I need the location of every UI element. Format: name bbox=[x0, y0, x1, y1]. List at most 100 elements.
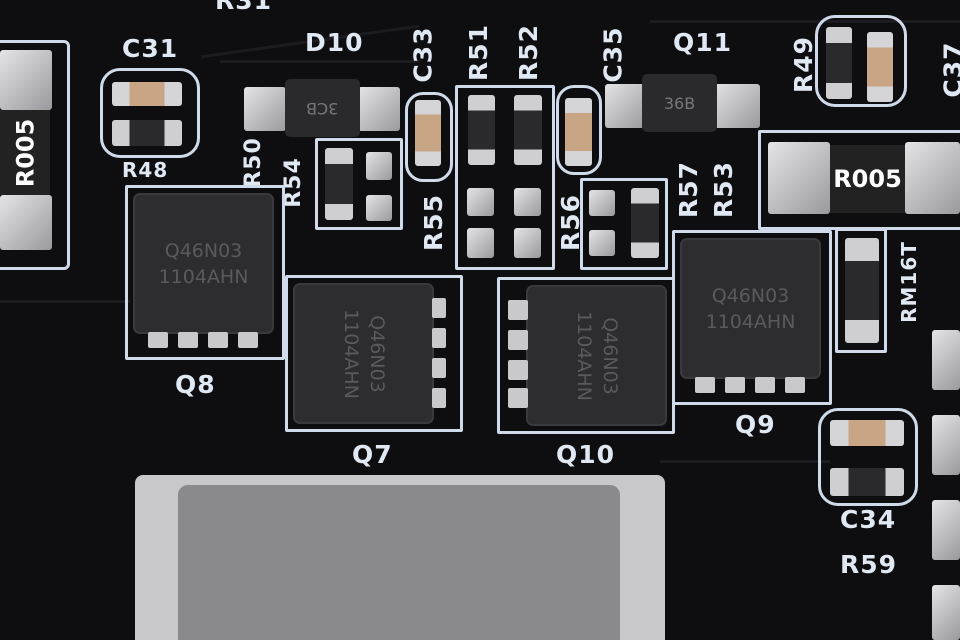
label-r48: R48 bbox=[122, 158, 169, 182]
label-d10: D10 bbox=[305, 28, 364, 57]
mosfet-marking: 1104AHN bbox=[572, 310, 595, 401]
q11-pad bbox=[605, 84, 645, 128]
mosfet-marking: Q46N03 bbox=[164, 239, 243, 262]
label-r50: R50 bbox=[240, 137, 266, 188]
pad bbox=[932, 585, 960, 640]
capacitor-c35 bbox=[565, 98, 592, 166]
shunt-resistor-right: R005 bbox=[830, 145, 905, 213]
pin bbox=[508, 360, 528, 380]
d10-pad bbox=[244, 87, 286, 131]
pad bbox=[589, 230, 615, 256]
pad bbox=[366, 195, 392, 221]
mosfet-marking: 1104AHN bbox=[705, 310, 796, 333]
d10-pad bbox=[358, 87, 400, 131]
mosfet-marking: Q46N03 bbox=[365, 314, 388, 393]
mosfet-marking: 1104AHN bbox=[339, 308, 362, 399]
mosfet-q8: Q46N03 1104AHN bbox=[135, 195, 272, 332]
pin bbox=[432, 388, 446, 408]
diode-d10: 3CB bbox=[285, 79, 360, 137]
pin bbox=[508, 330, 528, 350]
r49-outline bbox=[815, 15, 907, 107]
pin bbox=[432, 328, 446, 348]
resistor-r48 bbox=[112, 120, 182, 146]
pin bbox=[508, 300, 528, 320]
mosfet-q9: Q46N03 1104AHN bbox=[682, 240, 819, 377]
pad bbox=[932, 415, 960, 475]
pin bbox=[208, 332, 228, 348]
resistor-rm bbox=[845, 238, 879, 343]
mosfet-q10: Q46N03 1104AHN bbox=[528, 287, 665, 424]
c31-outline bbox=[100, 68, 200, 158]
label-r51: R51 bbox=[464, 23, 494, 82]
rm-outline bbox=[835, 228, 887, 353]
label-q7: Q7 bbox=[352, 440, 393, 469]
pin bbox=[695, 377, 715, 393]
resistor-r54 bbox=[325, 148, 353, 220]
diode-q11: 36B bbox=[642, 74, 717, 132]
q7-outline bbox=[285, 275, 463, 432]
pad bbox=[589, 190, 615, 216]
mosfet-marking: Q46N03 bbox=[711, 284, 790, 307]
label-r57: R57 bbox=[674, 160, 704, 219]
pin bbox=[178, 332, 198, 348]
mosfet-marking: Q46N03 bbox=[598, 316, 621, 395]
pin bbox=[755, 377, 775, 393]
label-r49: R49 bbox=[789, 35, 819, 94]
shunt-pad bbox=[0, 195, 52, 250]
c35-outline bbox=[556, 85, 602, 175]
pad bbox=[467, 188, 494, 216]
pin bbox=[725, 377, 745, 393]
mosfet-q7: Q46N03 1104AHN bbox=[295, 285, 432, 422]
q9-outline bbox=[672, 230, 832, 405]
pad bbox=[366, 152, 392, 180]
label-c33: C33 bbox=[408, 26, 438, 83]
shunt-marking: R005 bbox=[11, 118, 40, 187]
label-c35: C35 bbox=[598, 26, 628, 83]
pin bbox=[148, 332, 168, 348]
shunt-pad bbox=[768, 142, 830, 214]
capacitor-c34 bbox=[830, 420, 904, 446]
label-c31: C31 bbox=[122, 34, 179, 63]
pin bbox=[432, 358, 446, 378]
pad bbox=[932, 330, 960, 390]
capacitor-c31 bbox=[112, 82, 182, 106]
c34-outline bbox=[818, 408, 918, 506]
label-r53: R53 bbox=[709, 160, 739, 219]
label-rm: RM16T bbox=[896, 241, 921, 323]
mosfet-marking: 1104AHN bbox=[158, 265, 249, 288]
r56-outline bbox=[580, 178, 668, 270]
label-q8: Q8 bbox=[175, 370, 216, 399]
pad bbox=[467, 228, 494, 258]
pin bbox=[785, 377, 805, 393]
shunt-marking: R005 bbox=[833, 165, 902, 193]
r54-outline bbox=[315, 138, 403, 230]
d10-marking: 3CB bbox=[306, 98, 339, 118]
pad bbox=[514, 188, 541, 216]
pin bbox=[238, 332, 258, 348]
resistor-r52 bbox=[514, 95, 542, 165]
shunt-outline-left bbox=[0, 40, 70, 270]
c33-outline bbox=[405, 92, 453, 182]
label-r52: R52 bbox=[514, 23, 544, 82]
resistor-r51 bbox=[468, 95, 495, 165]
label-q11: Q11 bbox=[673, 28, 733, 57]
q11-marking: 36B bbox=[663, 93, 696, 113]
r51-r52-grid bbox=[455, 85, 555, 270]
label-r55: R55 bbox=[419, 193, 449, 252]
shunt-pad bbox=[0, 50, 52, 110]
shunt-pad bbox=[905, 142, 960, 214]
capacitor-r49-pair bbox=[867, 32, 893, 102]
label-c37: C37 bbox=[938, 41, 960, 98]
q11-pad bbox=[712, 84, 760, 128]
label-r59: R59 bbox=[840, 550, 898, 579]
label-c34: C34 bbox=[840, 505, 897, 534]
capacitor-c33 bbox=[415, 100, 441, 166]
pad bbox=[932, 500, 960, 560]
label-r31: R31 bbox=[215, 0, 273, 15]
thermal-pad bbox=[178, 485, 620, 640]
resistor-r56 bbox=[631, 188, 659, 258]
label-q9: Q9 bbox=[735, 410, 776, 439]
resistor-r49 bbox=[826, 27, 852, 99]
pad bbox=[514, 228, 541, 258]
label-q10: Q10 bbox=[556, 440, 616, 469]
